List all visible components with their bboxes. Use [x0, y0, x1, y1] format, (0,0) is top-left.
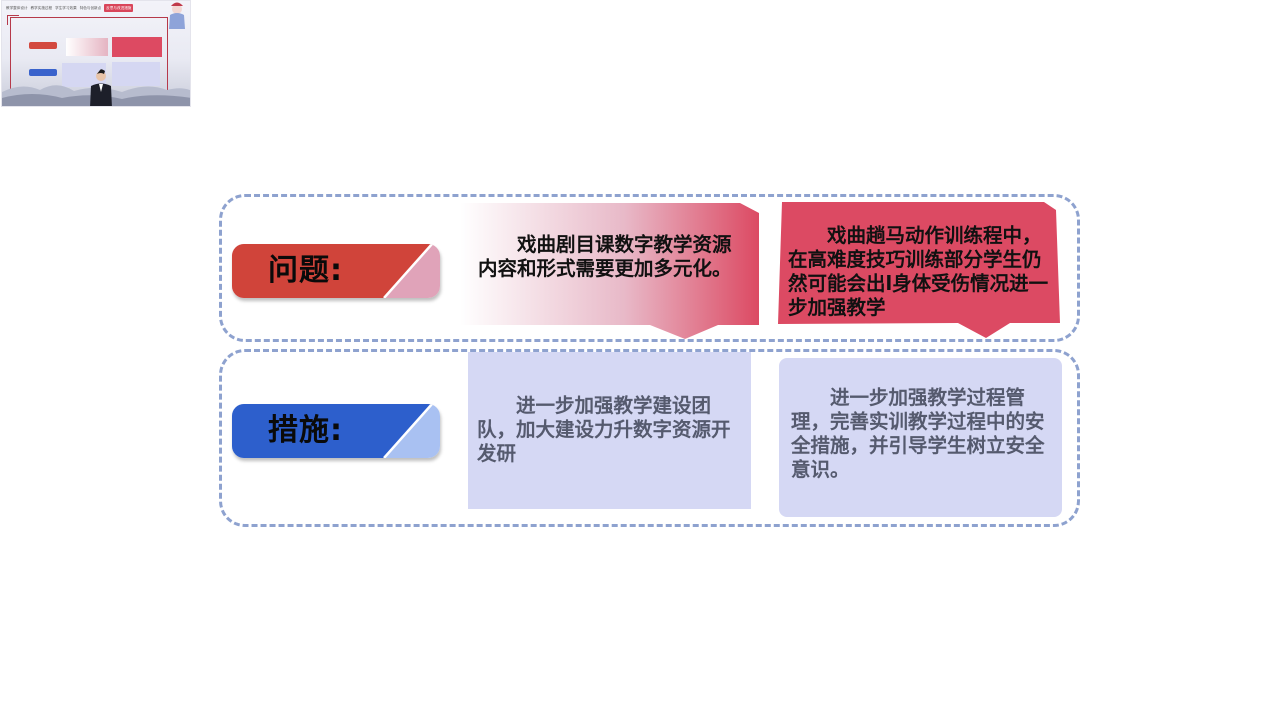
thumbnail-card	[112, 62, 160, 86]
thumbnail-card	[66, 38, 108, 56]
thumbnail-nav-item: 教学整体设计	[6, 6, 28, 10]
presenter-figure	[90, 69, 112, 106]
problem-group-box	[219, 194, 1080, 342]
problem-card-safety-text: 戏曲趟马动作训练程中，在高难度技巧训练部分学生仍然可能会出l身体受伤情况进一步加…	[788, 224, 1049, 319]
thumbnail-corner-ornament	[7, 15, 19, 25]
thumbnail-nav: 教学整体设计 教学实施过程 学生学习效果 特色与创新点 反思与改进措施	[6, 4, 166, 12]
slide-thumbnail[interactable]: 教学整体设计 教学实施过程 学生学习效果 特色与创新点 反思与改进措施	[1, 0, 191, 107]
thumbnail-nav-item: 学生学习效果	[55, 6, 77, 10]
problem-card-safety: 戏曲趟马动作训练程中，在高难度技巧训练部分学生仍然可能会出l身体受伤情况进一步加…	[778, 202, 1062, 338]
problem-label-text: 问题:	[268, 253, 343, 288]
thumbnail-problem-label	[29, 42, 57, 49]
measure-card-team: 进一步加强教学建设团队，加大建设力升数字资源开发研	[468, 352, 751, 509]
problem-label-shape	[232, 244, 440, 298]
problem-card-resources: 戏曲剧目课数字教学资源内容和形式需要更加多元化。	[460, 203, 760, 339]
measure-card-process: 进一步加强教学过程管理，完善实训教学过程中的安全措施，并引导学生树立安全意识。	[779, 358, 1062, 517]
measure-label-shape	[232, 404, 440, 458]
problem-card-resources-shape	[460, 203, 759, 339]
opera-figure-icon	[169, 2, 185, 29]
measure-label: 措施:	[232, 404, 440, 458]
problem-card-safety-shape	[778, 202, 1060, 338]
problem-card-resources-text: 戏曲剧目课数字教学资源内容和形式需要更加多元化。	[478, 233, 732, 280]
measure-card-process-text: 进一步加强教学过程管理，完善实训教学过程中的安全措施，并引导学生树立安全意识。	[791, 386, 1045, 481]
measure-card-team-text: 进一步加强教学建设团队，加大建设力升数字资源开发研	[477, 394, 731, 465]
measure-group-box	[219, 349, 1080, 527]
thumbnail-nav-item-active: 反思与改进措施	[104, 4, 134, 12]
measure-label-text: 措施:	[268, 413, 343, 448]
thumbnail-card	[112, 37, 162, 57]
thumbnail-measure-label	[29, 69, 57, 76]
problem-label: 问题:	[232, 244, 440, 298]
thumbnail-nav-item: 特色与创新点	[79, 6, 102, 10]
thumbnail-nav-item: 教学实施过程	[30, 6, 53, 10]
